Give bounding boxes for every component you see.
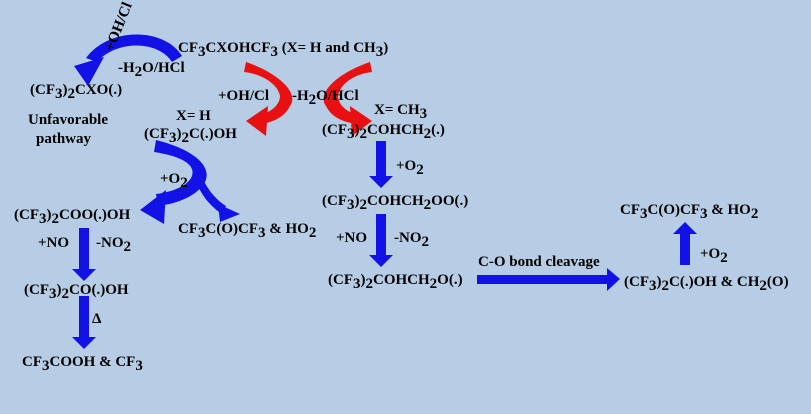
no-label-mid: +NO <box>336 230 367 246</box>
no-label-left: +NO <box>38 235 69 251</box>
ketone-ho2-h: CF3C(O)CF3 & HO2 <box>178 221 316 241</box>
h2o-hcl-label-a: -H2O/HCl <box>118 60 185 80</box>
unfavorable-label-2: pathway <box>36 131 92 147</box>
no2-label-mid: -NO2 <box>394 230 429 250</box>
red-arrow-head-right <box>350 106 372 136</box>
blue-arrow-head-right <box>218 204 240 222</box>
oh-cl-label-red: +OH/Cl <box>218 88 269 104</box>
arrow-shaft-3 <box>79 228 89 270</box>
alkoxy-ch2: (CF3)2COHCH2O(.) <box>328 272 463 292</box>
red-curved-arrow-left <box>244 62 293 124</box>
arrow-shaft-1 <box>376 141 386 177</box>
arrow-head-1 <box>369 176 393 188</box>
arrow-head-4 <box>72 337 96 349</box>
acid-products: CF3COOH & CF3 <box>22 354 143 374</box>
ch2-radical: (CF3)2COHCH2(.) <box>322 122 445 142</box>
cleavage-products: (CF3)2C(.)OH & CH2(O) <box>624 274 789 294</box>
unfavorable-curved-arrow <box>86 34 182 62</box>
cleavage-label: C-O bond cleavage <box>478 254 600 270</box>
blue-arrow-head-left <box>140 190 166 224</box>
start-molecule: CF3CXOHCF3 (X= H and CH3) <box>178 40 388 60</box>
o2-label-mid: +O2 <box>396 158 424 178</box>
up-arrow-shaft <box>680 233 690 265</box>
o2-label-left: +O2 <box>160 171 188 191</box>
heat-label: Δ <box>92 311 102 327</box>
cxo-radical: (CF3)2CXO(.) <box>30 82 122 102</box>
unfavorable-label-1: Unfavorable <box>28 112 108 128</box>
arrow-shaft-2 <box>376 214 386 256</box>
ketone-ho2-final: CF3C(O)CF3 & HO2 <box>620 202 758 222</box>
cleavage-arrow-shaft <box>477 275 609 284</box>
o2-label-right: +O2 <box>700 246 728 266</box>
up-arrow-head <box>673 222 697 234</box>
no2-label-left: -NO2 <box>96 235 131 255</box>
alkoxy-oh: (CF3)2CO(.)OH <box>24 282 129 302</box>
alcohol-radical: (CF3)2C(.)OH <box>144 126 237 146</box>
arrow-shaft-4 <box>79 296 89 338</box>
x-h-label: X= H <box>176 108 211 124</box>
unfavorable-arrow-head <box>74 57 104 86</box>
blue-curved-arrow-left <box>154 140 207 206</box>
peroxy-oh: (CF3)2COO(.)OH <box>14 207 131 227</box>
cleavage-arrow-head <box>607 268 620 291</box>
red-arrow-head-left <box>246 106 268 136</box>
h2o-hcl-label-red: -H2O/HCl <box>292 88 359 108</box>
arrow-head-2 <box>369 255 393 267</box>
x-ch3-label: X= CH3 <box>374 102 427 122</box>
arrow-head-3 <box>72 269 96 281</box>
peroxy-ch2: (CF3)2COHCH2OO(.) <box>322 193 468 213</box>
red-curved-arrow-right <box>323 62 372 124</box>
